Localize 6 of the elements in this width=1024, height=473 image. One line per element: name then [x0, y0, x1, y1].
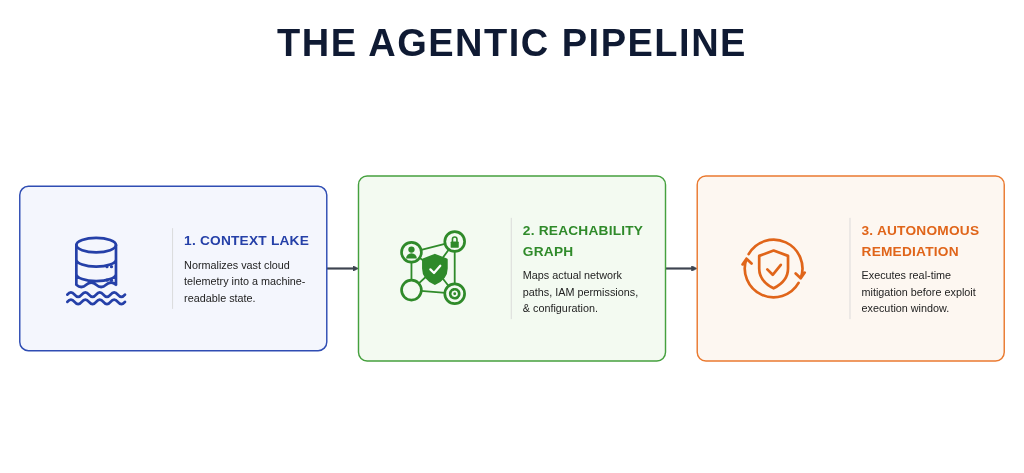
node-box: 2. REACHABILITY GRAPH Maps actual network paths, IAM permissions, & configuration.: [357, 175, 667, 362]
arrow: [326, 265, 359, 272]
node-box: 1. CONTEXT LAKE Normalizes vast cloud telemetry into a machine-readable state.: [19, 185, 328, 352]
node-box: 3. AUTONOMOUS REMEDIATION Executes real-time mitigation before exploit execution window.: [696, 175, 1005, 362]
diagram-title: THE AGENTIC PIPELINE: [277, 22, 747, 65]
arrow: [665, 265, 698, 272]
